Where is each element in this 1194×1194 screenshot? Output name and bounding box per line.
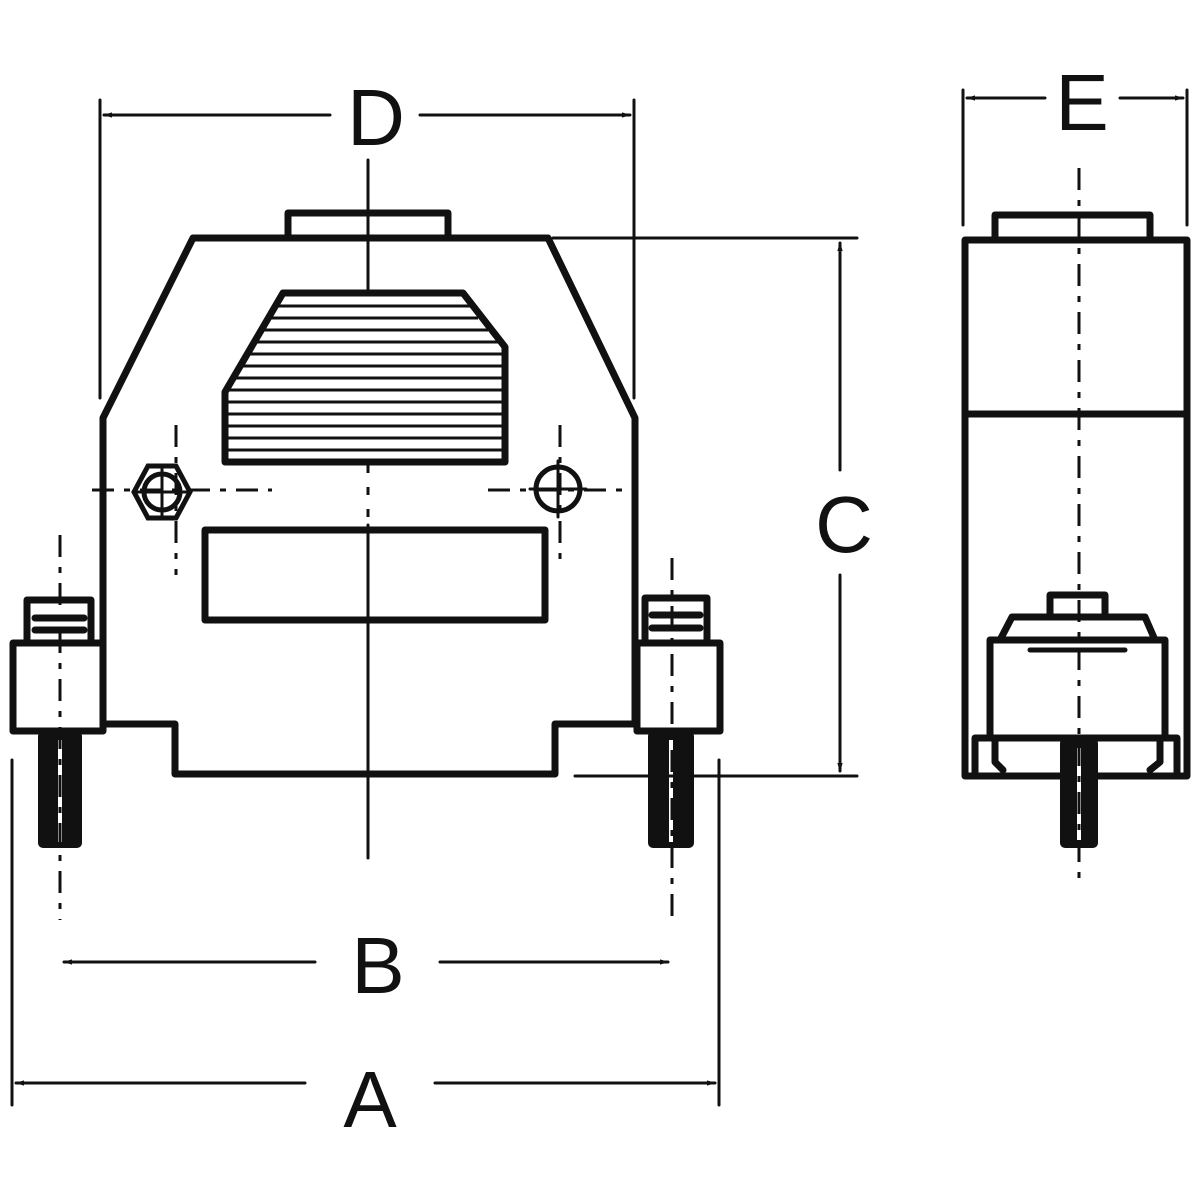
hood-outline [99,234,639,778]
dimension-label-B: B [351,921,404,1010]
front-view [9,158,724,920]
dimension-label-C: C [815,480,873,569]
side-base-right-pocket [1146,734,1181,780]
grip-ribs [226,304,504,452]
dimension-label-D: D [347,73,405,162]
side-view [961,168,1191,880]
dimension-C: C [551,236,873,778]
dimension-B: B [62,921,670,1010]
side-base-left-pocket [971,734,1007,780]
dimension-label-A: A [343,1055,397,1144]
grip-area [221,289,509,466]
dimension-label-E: E [1055,58,1108,147]
left-screw-lock [9,596,107,848]
left-mounting-hole [131,463,193,521]
side-top-tab [991,211,1154,244]
side-body [961,236,1191,780]
dimension-E: E [961,58,1189,227]
right-screw-lock [633,594,724,848]
dimension-D: D [98,73,636,400]
dimension-A: A [10,758,721,1144]
cable-window [201,526,549,624]
